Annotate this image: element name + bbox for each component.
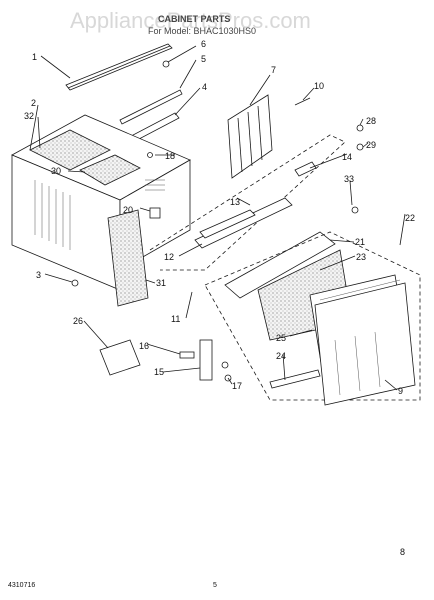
- part-20-bracket: [149, 207, 161, 219]
- part-label-31: 31: [156, 278, 166, 288]
- part-label-30: 30: [51, 166, 61, 176]
- doc-number: 4310716: [8, 582, 35, 589]
- cabinet-back-louvers: [145, 179, 165, 191]
- part-16-clip: [179, 351, 195, 359]
- part-label-13: 13: [230, 197, 240, 207]
- part-label-22: 22: [405, 213, 415, 223]
- leader-lines: [29, 45, 406, 391]
- part-label-11: 11: [171, 314, 180, 324]
- part-21-filter-frame: [224, 231, 336, 299]
- part-14-bracket: [294, 161, 317, 177]
- part-label-6: 6: [201, 39, 206, 49]
- part-label-33: 33: [344, 174, 354, 184]
- part-24-bottom-strip: [269, 369, 321, 389]
- part-6-screw: [162, 60, 170, 68]
- part-5-strip: [119, 89, 183, 125]
- part-22-front-assembly-outline: [204, 231, 421, 401]
- part-28-screw: [356, 124, 364, 132]
- part-label-12: 12: [164, 252, 174, 262]
- part-10-fastener: [294, 97, 311, 106]
- part-labels: 1 2 3 4 5 6 7 8 9 10 11 12 13 14 15 16 1…: [24, 39, 415, 557]
- part-30-insulation: [79, 154, 141, 186]
- part-label-15: 15: [154, 367, 164, 377]
- part-label-16: 16: [139, 341, 149, 351]
- part-11-assembly-outline: [149, 134, 346, 271]
- part-13-bracket: [194, 197, 293, 249]
- watermark: AppliancePartsPros.com: [70, 8, 311, 33]
- part-label-25: 25: [276, 333, 286, 343]
- part-label-29: 29: [366, 140, 376, 150]
- part-label-2: 2: [31, 98, 36, 108]
- part-18-clip: [147, 152, 153, 158]
- part-31-side-panel: [107, 209, 149, 307]
- part-label-5: 5: [201, 54, 206, 64]
- part-9-front-panel: [314, 282, 416, 406]
- part-2-cabinet: [11, 114, 191, 291]
- part-29-clip: [356, 143, 364, 151]
- part-label-4: 4: [202, 82, 207, 92]
- part-label-8: 8: [400, 547, 405, 557]
- part-label-24: 24: [276, 351, 286, 361]
- part-15-mount: [199, 339, 213, 381]
- part-17-screws: [221, 361, 232, 382]
- part-label-14: 14: [342, 152, 352, 162]
- part-26-bracket: [99, 339, 141, 376]
- part-label-18: 18: [165, 151, 175, 161]
- part-label-23: 23: [356, 252, 366, 262]
- part-label-17: 17: [232, 381, 242, 391]
- part-label-10: 10: [314, 81, 324, 91]
- part-label-26: 26: [73, 316, 83, 326]
- cabinet-side-louvers: [34, 180, 71, 250]
- part-label-9: 9: [398, 386, 403, 396]
- model-subtitle: For Model: BHAC1030HS0: [148, 26, 256, 36]
- part-7-frame: [227, 94, 273, 179]
- part-1-top-rail: [65, 43, 173, 91]
- part-32-insulation: [29, 129, 111, 171]
- part-label-28: 28: [366, 116, 376, 126]
- page-number: 5: [213, 582, 217, 589]
- part-label-3: 3: [36, 270, 41, 280]
- part-label-32: 32: [24, 111, 34, 121]
- part-33-fastener: [351, 206, 359, 214]
- part-label-20: 20: [123, 205, 133, 215]
- part-label-21: 21: [355, 237, 365, 247]
- part-label-7: 7: [271, 65, 276, 75]
- part-12-shelf: [199, 209, 256, 239]
- part-label-1: 1: [32, 52, 37, 62]
- part-3-screw: [71, 279, 79, 287]
- page-title: CABINET PARTS: [158, 14, 230, 24]
